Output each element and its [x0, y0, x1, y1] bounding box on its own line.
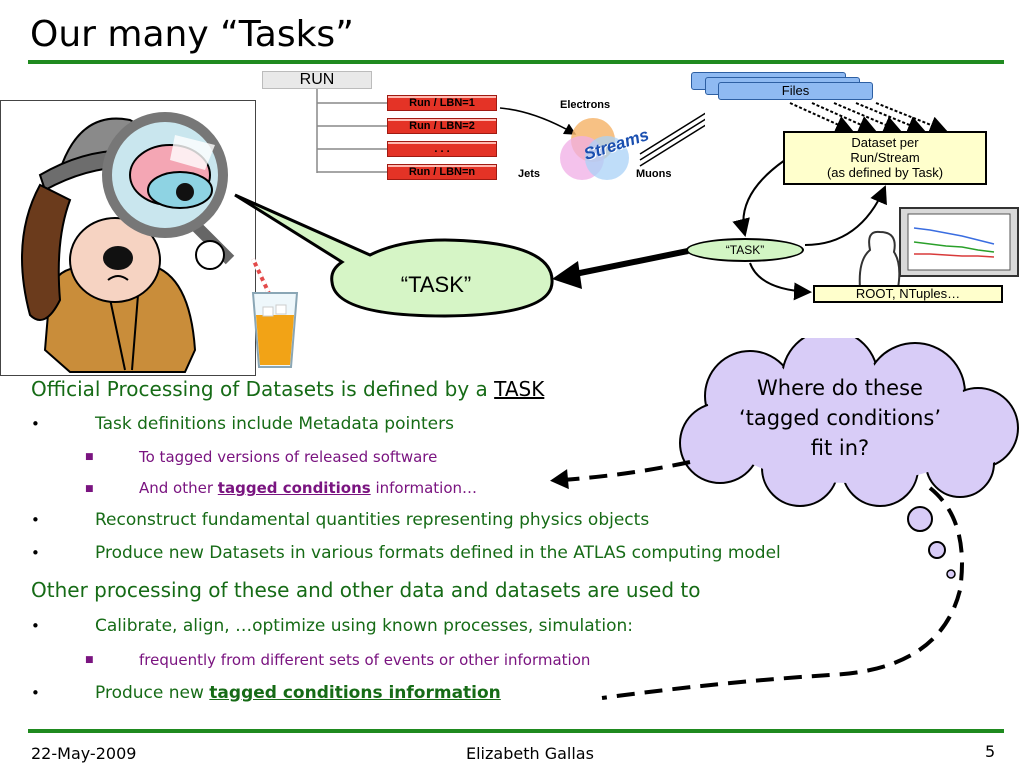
orange-drink-glass — [251, 258, 299, 368]
footer-date: 22-May-2009 — [31, 744, 137, 763]
streams-venn-diagram — [499, 107, 705, 180]
footer-divider — [28, 729, 1004, 733]
text-suffix: information… — [370, 479, 478, 497]
file-card — [718, 82, 873, 100]
bullet-dot: • — [31, 617, 40, 635]
dataset-line: Dataset per — [851, 135, 919, 150]
paragraph-official-processing: Official Processing of Datasets is defin… — [31, 377, 544, 401]
dataset-line: (as defined by Task) — [826, 165, 944, 180]
tagged-conditions-emphasis: tagged conditions — [217, 479, 371, 497]
bullet-reconstruct: Reconstruct fundamental quantities repre… — [95, 510, 650, 530]
dataset-box: Dataset per Run/Stream (as defined by Ta… — [783, 131, 987, 185]
task-link-text: TASK — [494, 377, 545, 401]
sub-bullet-tagged-conditions: And other tagged conditions information… — [139, 479, 477, 497]
lbn-box: Run / LBN=n — [387, 164, 497, 180]
detective-dog-cartoon — [0, 100, 256, 376]
square-bullet: ■ — [85, 484, 94, 494]
task-callout-bubble — [234, 193, 554, 318]
lbn-box: Run / LBN=1 — [387, 95, 497, 111]
bullet-produce-datasets: Produce new Datasets in various formats … — [95, 543, 781, 563]
bullet-dot: • — [31, 544, 40, 562]
dashed-arrows — [550, 460, 964, 700]
page-number: 5 — [985, 742, 996, 761]
person-at-computer-image — [858, 207, 1019, 288]
jets-label: Jets — [518, 168, 541, 180]
root-ntuples-box: ROOT, NTuples… — [813, 285, 1003, 303]
cloud-text: Where do these ‘tagged conditions’ fit i… — [720, 373, 960, 463]
run-box: RUN — [262, 71, 372, 89]
footer-author: Elizabeth Gallas — [466, 744, 594, 763]
lbn-box: . . . — [387, 141, 497, 157]
bullet-calibrate: Calibrate, align, …optimize using known … — [95, 616, 633, 636]
task-callout-text: “TASK” — [400, 272, 472, 297]
diagram-arrows — [552, 102, 948, 301]
muons-label: Muons — [636, 168, 672, 180]
p1-prefix: Official Processing of Datasets is defin… — [31, 377, 495, 401]
page-title: Our many “Tasks” — [30, 14, 354, 55]
bullet-dot: • — [31, 511, 40, 529]
bullet-dot: • — [31, 415, 40, 433]
paragraph-other-processing: Other processing of these and other data… — [31, 578, 701, 602]
bullet-dot: • — [31, 684, 40, 702]
run-tree-lines — [316, 85, 387, 173]
electrons-label: Electrons — [560, 99, 611, 111]
dataset-line: Run/Stream — [850, 150, 920, 165]
thought-cloud — [679, 338, 1019, 579]
bullet-produce-tagged: Produce new tagged conditions informatio… — [95, 683, 501, 703]
text-prefix: And other — [139, 479, 218, 497]
title-divider — [28, 60, 1004, 64]
square-bullet: ■ — [85, 452, 94, 462]
sub-bullet-tagged-versions: To tagged versions of released software — [139, 448, 438, 466]
cloud-line: Where do these — [757, 376, 923, 400]
text-prefix: Produce new — [95, 683, 210, 703]
cloud-line: fit in? — [810, 436, 870, 460]
task-oval-small: “TASK” — [686, 238, 804, 262]
bullet-task-definitions: Task definitions include Metadata pointe… — [95, 414, 454, 434]
sub-bullet-frequently: frequently from different sets of events… — [139, 651, 591, 669]
files-label: Files — [781, 83, 810, 98]
tagged-conditions-information-emphasis: tagged conditions information — [209, 683, 501, 703]
cloud-line: ‘tagged conditions’ — [738, 406, 942, 430]
square-bullet: ■ — [85, 655, 94, 665]
lbn-box: Run / LBN=2 — [387, 118, 497, 134]
